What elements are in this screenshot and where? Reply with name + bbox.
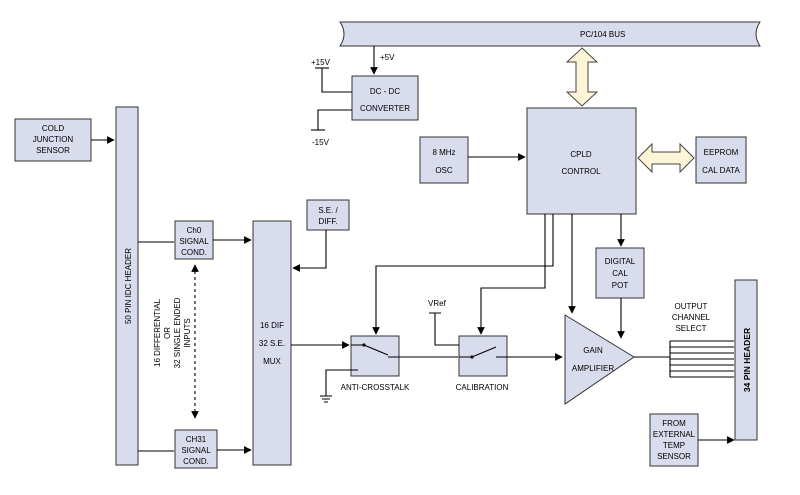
- bus-cpld-arrow: [565, 47, 599, 107]
- mux-label-3: MUX: [263, 357, 281, 366]
- cpld-to-antixtalk-wire: [372, 214, 554, 335]
- minus15v-label: -15V: [312, 138, 330, 147]
- plus5v-label: +5V: [380, 53, 395, 62]
- ch0-signal-conditioning: Ch0 SIGNAL COND.: [174, 220, 214, 260]
- calpot-label-2: CAL: [612, 269, 628, 278]
- pc104-bus: PC/104 BUS: [339, 21, 761, 47]
- external-temp-sensor: FROM EXTERNAL TEMP SENSOR: [649, 413, 699, 467]
- vref-label: VRef: [428, 299, 447, 308]
- calibration-switch: CALIBRATION: [456, 335, 509, 392]
- osc-label-2: OSC: [435, 166, 453, 175]
- se-diff-label-1: S.E. /: [318, 206, 338, 215]
- output-select-label-2: CHANNEL: [672, 313, 711, 322]
- converter-label-1: DC - DC: [370, 87, 400, 96]
- eeprom-label-1: EEPROM: [704, 148, 739, 157]
- osc-label-1: 8 MHz: [432, 148, 455, 157]
- calpot-label-3: POT: [612, 281, 629, 290]
- idc-header-label: 50 PIN IDC HEADER: [124, 248, 133, 324]
- amp-label-2: AMPLIFIER: [572, 364, 614, 373]
- mux-label-1: 16 DIF: [260, 321, 284, 330]
- se-diff-to-mux-wire: [292, 230, 327, 272]
- mux-block: 16 DIF 32 S.E. MUX: [252, 220, 292, 466]
- inputs-note-4: INPUTS: [183, 318, 192, 347]
- gain-amplifier: GAIN AMPLIFIER: [564, 314, 635, 405]
- ground-wire: [325, 369, 358, 396]
- cjs-label-1: COLD: [42, 124, 64, 133]
- ground-icon: [320, 395, 332, 403]
- minus15v-wire: [317, 109, 352, 130]
- cpld-eeprom-arrow: [637, 142, 695, 174]
- inputs-note-3: 32 SINGLE ENDED: [173, 297, 182, 368]
- output-select-lines: [669, 340, 734, 378]
- dc-dc-converter: DC - DC CONVERTER: [351, 75, 419, 121]
- inputs-note-2: OR: [163, 327, 172, 339]
- digital-cal-pot: DIGITAL CAL POT: [595, 247, 645, 299]
- cpld-label-2: CONTROL: [561, 167, 601, 176]
- cjs-label-3: SENSOR: [36, 146, 70, 155]
- se-diff-label-2: DIFF.: [318, 217, 337, 226]
- ext-temp-label-4: SENSOR: [657, 452, 691, 461]
- cpld-label-1: CPLD: [570, 150, 592, 159]
- output-header-34pin: 34 PIN HEADER: [734, 279, 758, 441]
- amp-label-1: GAIN: [583, 346, 603, 355]
- anti-crosstalk-switch: ANTI-CROSSTALK: [341, 335, 410, 392]
- output-select-label-1: OUTPUT: [675, 302, 708, 311]
- output-header-label: 34 PIN HEADER: [742, 328, 752, 392]
- ch31-label-2: SIGNAL: [181, 446, 211, 455]
- vref-wire: [429, 312, 459, 346]
- output-select-label-3: SELECT: [675, 324, 706, 333]
- inputs-note-1: 16 DIFFERENTIAL: [153, 298, 162, 367]
- calibration-label: CALIBRATION: [456, 383, 509, 392]
- plus15v-label: +15V: [311, 58, 331, 67]
- eeprom-cal-data: EEPROM CAL DATA: [695, 136, 747, 184]
- calpot-label-1: DIGITAL: [605, 257, 636, 266]
- ch31-label-1: CH31: [186, 435, 207, 444]
- pc104-bus-label: PC/104 BUS: [580, 30, 625, 39]
- ext-temp-label-1: FROM: [662, 419, 686, 428]
- inputs-note: 16 DIFFERENTIAL OR 32 SINGLE ENDED INPUT…: [153, 297, 192, 368]
- ch31-label-3: COND.: [183, 457, 209, 466]
- ch0-label-3: COND.: [181, 248, 207, 257]
- cpld-to-cal-wire: [477, 214, 546, 335]
- converter-label-2: CONVERTER: [360, 104, 410, 113]
- ch0-label-2: SIGNAL: [179, 237, 209, 246]
- ch0-label-1: Ch0: [187, 226, 202, 235]
- se-diff-select: S.E. / DIFF.: [306, 199, 350, 231]
- plus15v-wire: [321, 68, 352, 93]
- cold-junction-sensor: COLD JUNCTION SENSOR: [14, 118, 92, 162]
- anti-crosstalk-label: ANTI-CROSSTALK: [341, 383, 410, 392]
- ext-temp-label-3: TEMP: [663, 441, 685, 450]
- mux-label-2: 32 S.E.: [259, 339, 285, 348]
- ch31-signal-conditioning: CH31 SIGNAL COND.: [174, 429, 218, 469]
- cpld-control: CPLD CONTROL: [526, 107, 637, 215]
- ext-temp-label-2: EXTERNAL: [653, 430, 696, 439]
- osc-8mhz: 8 MHz OSC: [419, 136, 469, 184]
- idc-header-50pin: 50 PIN IDC HEADER: [115, 106, 139, 466]
- cjs-label-2: JUNCTION: [33, 135, 74, 144]
- eeprom-label-2: CAL DATA: [702, 166, 740, 175]
